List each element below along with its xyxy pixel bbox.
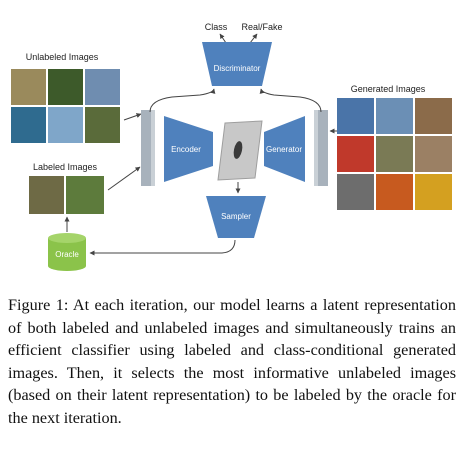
generated-image-7 [337, 174, 374, 210]
generated-image-grid [337, 98, 452, 210]
unlabeled-to-encoder-arrow [123, 113, 142, 121]
generated-images-title: Generated Images [351, 84, 426, 94]
generator-to-discriminator-arrow [259, 88, 322, 113]
model-diagram: Class Real/Fake Discriminator Unlabeled … [11, 22, 452, 271]
discriminator-label: Discriminator [214, 64, 261, 73]
unlabeled-image-2 [48, 69, 83, 105]
sampler-label: Sampler [221, 212, 251, 221]
unlabeled-image-6 [85, 107, 120, 143]
generated-image-5 [376, 136, 413, 172]
labeled-image-2 [66, 176, 104, 214]
class-output-label: Class [205, 22, 228, 32]
generator-label: Generator [266, 145, 302, 154]
labeled-to-encoder-arrow [107, 166, 141, 191]
figure-caption: Figure 1: At each iteration, our model l… [8, 296, 456, 427]
labeled-image-1 [29, 176, 64, 214]
labeled-image-grid [29, 176, 104, 214]
oracle-label: Oracle [55, 250, 79, 259]
unlabeled-image-grid [11, 69, 120, 143]
unlabeled-image-1 [11, 69, 46, 105]
unlabeled-images-title: Unlabeled Images [26, 52, 99, 62]
generated-image-4 [337, 136, 374, 172]
generated-image-1 [337, 98, 374, 134]
discriminator-block [202, 42, 272, 86]
unlabeled-image-3 [85, 69, 120, 105]
unlabeled-image-4 [11, 107, 46, 143]
labeled-images-title: Labeled Images [33, 162, 98, 172]
oracle-cylinder [48, 233, 86, 271]
generated-image-2 [376, 98, 413, 134]
generated-image-8 [376, 174, 413, 210]
latent-point [233, 141, 243, 159]
sampler-to-oracle-arrow [89, 239, 236, 256]
real-fake-arrow [249, 33, 258, 44]
encoder-label: Encoder [171, 145, 201, 154]
encoder-block [164, 116, 213, 182]
unlabeled-image-5 [48, 107, 83, 143]
generated-image-3 [415, 98, 452, 134]
real-fake-output-label: Real/Fake [241, 22, 282, 32]
class-arrow [219, 33, 227, 44]
generator-output-bar [318, 110, 328, 186]
generator-block [264, 116, 305, 182]
encoder-to-discriminator-arrow [149, 88, 216, 113]
generated-image-6 [415, 136, 452, 172]
encoder-input-bar [141, 110, 151, 186]
generated-image-9 [415, 174, 452, 210]
sampler-block [206, 196, 266, 238]
